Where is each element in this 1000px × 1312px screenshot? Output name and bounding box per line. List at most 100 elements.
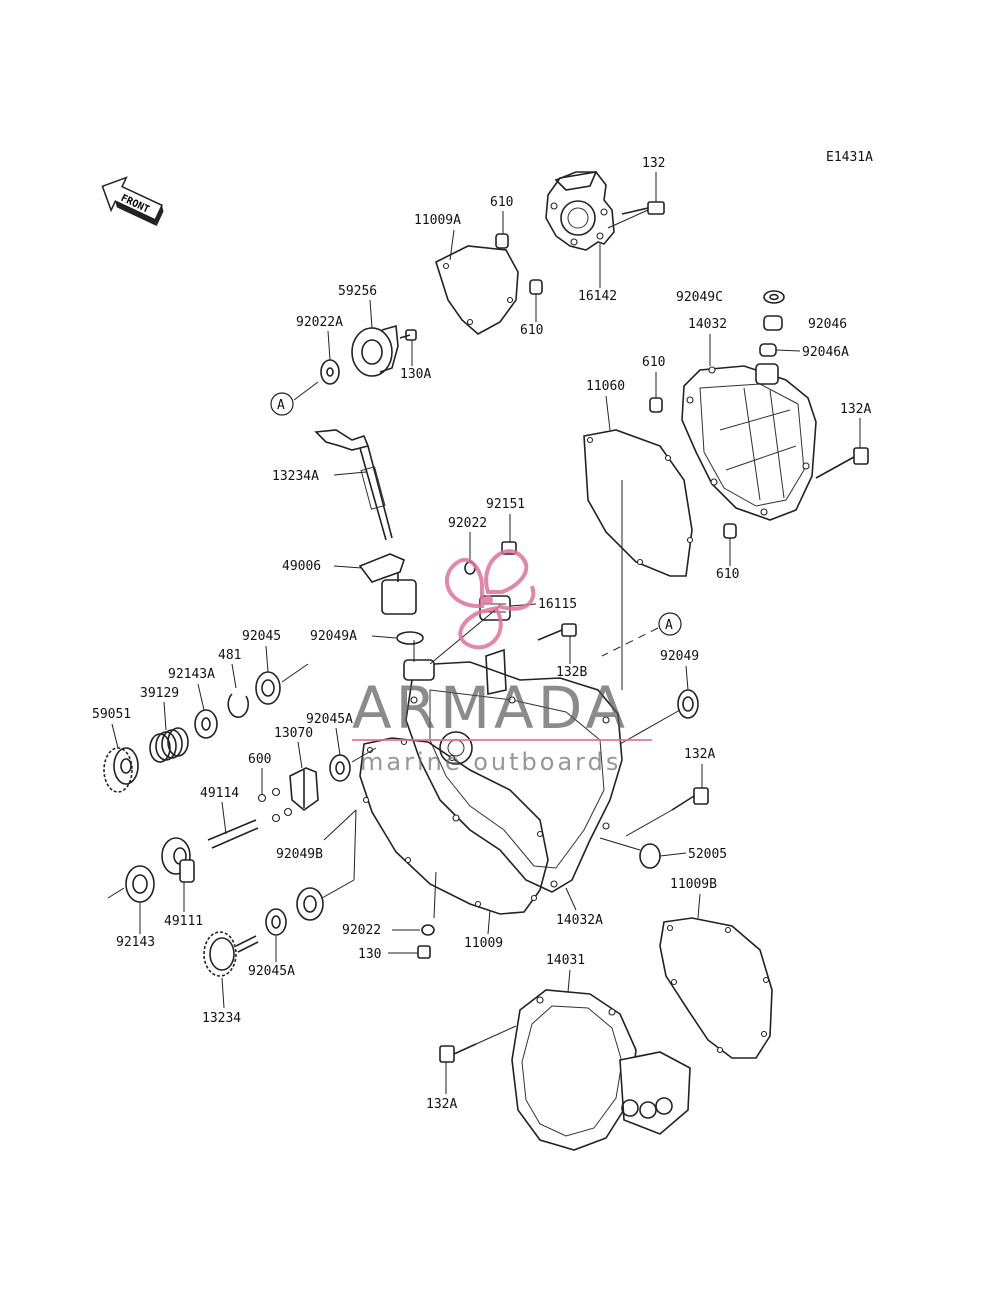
label-92046: 92046: [808, 317, 847, 332]
label-14032: 14032: [688, 317, 727, 332]
label-92045A-low: 92045A: [248, 964, 295, 979]
label-49111: 49111: [164, 914, 203, 929]
label-132B: 132B: [556, 665, 587, 680]
governor-49006: [358, 553, 417, 615]
watermark-tagline: marine outboards: [360, 748, 621, 776]
bolt-132A-mid: [671, 787, 709, 811]
label-92151: 92151: [486, 497, 525, 512]
label-14032A: 14032A: [556, 913, 603, 928]
generator-cover-14031: [511, 989, 691, 1151]
circlip-481: [227, 693, 250, 718]
shaft-49114: [207, 819, 259, 849]
label-92049C: 92049C: [676, 290, 723, 305]
label-11009: 11009: [464, 936, 503, 951]
label-600: 600: [248, 752, 271, 767]
washer-92022A: [320, 359, 340, 385]
pump-cover-16142: [545, 171, 615, 251]
watermark: ARMADA marine outboards: [352, 549, 652, 776]
impeller-59256: [351, 324, 399, 377]
label-610-b: 610: [520, 323, 543, 338]
bolt-132A-low: [439, 1043, 477, 1063]
bush-92046: [763, 315, 783, 331]
label-92049B: 92049B: [276, 847, 323, 862]
diagram-code: E1431A: [826, 150, 873, 165]
label-16142: 16142: [578, 289, 617, 304]
gasket-11009B: [659, 917, 773, 1059]
shaft-13234A: [314, 429, 393, 541]
label-11009B: 11009B: [670, 877, 717, 892]
part-labels: 132 610 11009A 16142 610 59256 92022A 13…: [92, 156, 871, 1112]
label-11060: 11060: [586, 379, 625, 394]
label-92049A: 92049A: [310, 629, 357, 644]
gasket-11060: [583, 429, 693, 577]
label-49006: 49006: [282, 559, 321, 574]
ref-marker-a-mid: A: [658, 612, 682, 636]
dowel-610-b: [529, 279, 543, 295]
seal-92143: [125, 865, 155, 903]
bush-92046A: [759, 343, 777, 357]
svg-text:A: A: [665, 618, 673, 633]
bearing-92045A-top: [329, 754, 351, 782]
gasket-11009: [359, 737, 549, 915]
label-13234: 13234: [202, 1011, 241, 1026]
cap-52005: [639, 843, 661, 869]
crankcase-cover-14032A: [403, 648, 623, 893]
bolt-132B: [537, 623, 577, 641]
bolt-130: [417, 945, 431, 959]
dowel-610-a: [495, 233, 509, 249]
gasket-11009A: [435, 245, 519, 335]
watermark-brand: ARMADA: [352, 674, 629, 742]
bearing-92045A-low: [265, 908, 287, 936]
oring-92049A: [396, 631, 424, 645]
label-610-c: 610: [642, 355, 665, 370]
propeller-logo-icon: [445, 549, 536, 650]
label-92022A: 92022A: [296, 315, 343, 330]
label-16115: 16115: [538, 597, 577, 612]
bearing-92045: [255, 671, 281, 705]
spring-39129: [149, 727, 189, 763]
label-92045: 92045: [242, 629, 281, 644]
impeller-13070: [289, 767, 319, 812]
ref-marker-text: A: [277, 398, 285, 413]
dowel-610-c: [649, 397, 663, 413]
label-132A-mid: 132A: [684, 747, 715, 762]
washer-92022-low: [421, 924, 435, 936]
label-11009A: 11009A: [414, 213, 461, 228]
label-130A: 130A: [400, 367, 431, 382]
gear-59051: [103, 747, 139, 793]
label-92022-low: 92022: [342, 923, 381, 938]
ref-marker-a-top: A: [270, 392, 294, 416]
label-481: 481: [218, 648, 241, 663]
label-59051: 59051: [92, 707, 131, 722]
gear-13234: [203, 931, 259, 977]
label-52005: 52005: [688, 847, 727, 862]
label-13070: 13070: [274, 726, 313, 741]
label-132: 132: [642, 156, 665, 171]
ball-600: [257, 793, 267, 803]
label-92143A: 92143A: [168, 667, 215, 682]
bolt-132: [621, 201, 665, 215]
washer-92143A: [194, 709, 218, 739]
label-59256: 59256: [338, 284, 377, 299]
label-610-a: 610: [490, 195, 513, 210]
label-13234A: 13234A: [272, 469, 319, 484]
cover-14032: [681, 363, 817, 521]
label-92049: 92049: [660, 649, 699, 664]
label-49114: 49114: [200, 786, 239, 801]
bolt-130A: [405, 329, 417, 341]
label-610-d: 610: [716, 567, 739, 582]
seal-92049C: [763, 290, 785, 304]
label-130: 130: [358, 947, 381, 962]
label-132A-top: 132A: [840, 402, 871, 417]
label-39129: 39129: [140, 686, 179, 701]
label-132A-low: 132A: [426, 1097, 457, 1112]
label-92046A: 92046A: [802, 345, 849, 360]
label-92143: 92143: [116, 935, 155, 950]
dowel-610-d: [723, 523, 737, 539]
label-92045A-top: 92045A: [306, 712, 353, 727]
bolt-132A-right: [815, 447, 869, 479]
label-14031: 14031: [546, 953, 585, 968]
label-92022-mid: 92022: [448, 516, 487, 531]
